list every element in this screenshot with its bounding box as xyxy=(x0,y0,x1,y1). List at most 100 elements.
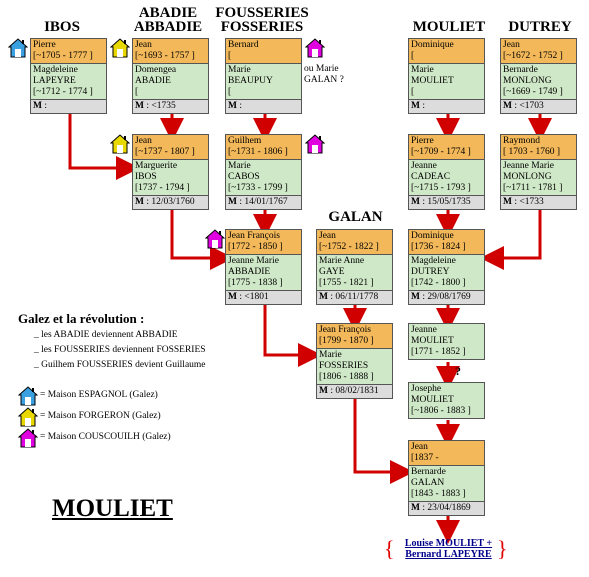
wife-dates: [~1806 - 1883 ] xyxy=(411,406,471,416)
wife-name: Bernarde xyxy=(503,65,538,75)
marriage-label: M xyxy=(319,292,328,302)
family-header-abadie-new: ABBADIE xyxy=(133,19,203,35)
marriage-label: M xyxy=(319,386,328,396)
marriage-date: : <1735 xyxy=(143,101,176,111)
wife-surname: LAPEYRE xyxy=(33,76,76,86)
wife-box: Magdeleine DUTREY [1742 - 1800 ] xyxy=(409,254,484,290)
marriage-date: : 23/04/1869 xyxy=(419,503,471,513)
house-icon-couscouilh xyxy=(305,38,325,58)
marriage-date: : <1703 xyxy=(511,101,544,111)
descendant-line2[interactable]: Bernard LAPEYRE xyxy=(405,549,492,560)
marriage-box: M : 06/11/1778 xyxy=(317,290,392,304)
couple-card: Dominique [ Marie MOULIET [ M : xyxy=(408,38,485,114)
marriage-box: M : 23/04/1869 xyxy=(409,501,484,515)
husband-box: Jean [~1737 - 1807 ] xyxy=(133,135,208,159)
wife-dates: [ xyxy=(228,87,232,97)
marriage-box: M : 29/08/1769 xyxy=(409,290,484,304)
wife-box: Jeanne CADEAC [~1715 - 1793 ] xyxy=(409,159,484,195)
family-header-dutrey: DUTREY xyxy=(508,19,572,35)
wife-box: Jeanne MOULIET [1771 - 1852 ] xyxy=(409,324,484,359)
person-card: Josephe MOULIET [~1806 - 1883 ] xyxy=(408,382,485,419)
legend-line: _ les FOUSSERIES deviennent FOSSERIES xyxy=(34,345,206,355)
legend-line: _ Guilhem FOUSSERIES devient Guillaume xyxy=(34,360,206,370)
marriage-label: M xyxy=(228,197,237,207)
wife-surname: BEAUPUY xyxy=(228,76,273,86)
wife-box: Domengea ABADIE [ xyxy=(133,63,208,99)
marriage-label: M xyxy=(228,292,237,302)
husband-box: Dominique [ xyxy=(409,39,484,63)
galan-note-line2: GALAN ? xyxy=(304,75,344,85)
wife-name: Bernarde xyxy=(411,467,446,477)
family-header-galan: GALAN xyxy=(328,209,383,225)
couple-card: Jean [~1752 - 1822 ] Marie Anne GAYE [17… xyxy=(316,229,393,305)
galan-note: ou Marie GALAN ? xyxy=(304,64,344,86)
couple-card: Dominique [1736 - 1824 ] Magdeleine DUTR… xyxy=(408,229,485,305)
wife-dates: [1843 - 1883 ] xyxy=(411,489,466,499)
husband-box: Jean [~1752 - 1822 ] xyxy=(317,230,392,254)
husband-name: Jean xyxy=(135,136,152,146)
marriage-box: M : <1801 xyxy=(226,290,301,304)
husband-name: Jean xyxy=(411,442,428,452)
wife-name: Marie xyxy=(228,161,251,171)
wife-box: Jeanne Marie MONLONG [~1711 - 1781 ] xyxy=(501,159,576,195)
marriage-date: : xyxy=(419,101,425,111)
wife-dates: [ xyxy=(411,87,415,97)
wife-surname: MOULIET xyxy=(411,395,454,405)
house-icon-forgeron xyxy=(17,407,39,427)
wife-surname: MOULIET xyxy=(411,336,454,346)
marriage-box: M : xyxy=(31,99,106,113)
legend-item: = Maison ESPAGNOL (Galez) xyxy=(17,386,158,409)
husband-dates: [~1672 - 1752 ] xyxy=(503,51,563,61)
couple-card: Jean François [1799 - 1870 ] Marie FOSSE… xyxy=(316,323,393,399)
wife-surname: MONLONG xyxy=(503,172,552,182)
couple-card: Guilhem [~1731 - 1806 ] Marie CABOS [~17… xyxy=(225,134,302,210)
couple-card: Pierre [~1705 - 1777 ] Magdeleine LAPEYR… xyxy=(30,38,107,114)
wife-box: Marie MOULIET [ xyxy=(409,63,484,99)
husband-box: Jean [~1693 - 1757 ] xyxy=(133,39,208,63)
marriage-box: M : <1703 xyxy=(501,99,576,113)
couple-card: Jean [~1672 - 1752 ] Bernarde MONLONG [~… xyxy=(500,38,577,114)
marriage-date: : 15/05/1735 xyxy=(419,197,471,207)
wife-dates: [~1712 - 1774 ] xyxy=(33,87,93,97)
house-icon-espagnol xyxy=(17,386,39,406)
husband-name: Jean xyxy=(503,40,520,50)
family-header-mouliet: MOULIET xyxy=(412,19,486,35)
marriage-date: : 06/11/1778 xyxy=(327,292,379,302)
house-icon-forgeron xyxy=(110,38,130,58)
couple-card: Jean [~1693 - 1757 ] Domengea ABADIE [ M… xyxy=(132,38,209,114)
husband-box: Jean François [1799 - 1870 ] xyxy=(317,324,392,348)
marriage-box: M : 08/02/1831 xyxy=(317,384,392,398)
husband-box: Pierre [~1709 - 1774 ] xyxy=(409,135,484,159)
wife-box: Josephe MOULIET [~1806 - 1883 ] xyxy=(409,383,484,418)
wife-dates: [ xyxy=(135,87,139,97)
marriage-box: M : 14/01/1767 xyxy=(226,195,301,209)
wife-dates: [1742 - 1800 ] xyxy=(411,278,466,288)
wife-surname: FOSSERIES xyxy=(319,361,369,371)
family-header-abadie: ABADIE ABBADIE xyxy=(128,6,208,35)
person-card: Jeanne MOULIET [1771 - 1852 ] xyxy=(408,323,485,360)
wife-name: Domengea xyxy=(135,65,177,75)
wife-box: Marie Anne GAYE [1755 - 1821 ] xyxy=(317,254,392,290)
husband-dates: [~1731 - 1806 ] xyxy=(228,147,288,157)
wife-name: Marguerite xyxy=(135,161,178,171)
descendant-line1[interactable]: Louise MOULIET + xyxy=(404,538,493,549)
husband-dates: [1837 - xyxy=(411,453,439,463)
wife-name: Josephe xyxy=(411,384,442,394)
legend-item: = Maison FORGERON (Galez) xyxy=(17,407,161,430)
husband-dates: [~1693 - 1757 ] xyxy=(135,51,195,61)
marriage-date: : xyxy=(41,101,47,111)
wife-dates: [1737 - 1794 ] xyxy=(135,183,190,193)
wife-dates: [~1715 - 1793 ] xyxy=(411,183,471,193)
wife-surname: ABBADIE xyxy=(228,267,271,277)
wife-name: Magdeleine xyxy=(33,65,78,75)
family-header-fousseries: FOUSSERIES FOSSERIES xyxy=(212,6,312,35)
descendant-link[interactable]: Louise MOULIET + Bernard LAPEYRE xyxy=(392,538,505,560)
legend-house-label: = Maison ESPAGNOL (Galez) xyxy=(40,390,158,400)
legend-item: = Maison COUSCOUILH (Galez) xyxy=(17,428,171,451)
legend-line: _ les ABADIE deviennent ABBADIE xyxy=(34,330,178,340)
wife-name: Jeanne xyxy=(411,325,437,335)
wife-name: Jeanne xyxy=(411,161,437,171)
wife-dates: [1775 - 1838 ] xyxy=(228,278,283,288)
wife-name: Marie xyxy=(228,65,251,75)
